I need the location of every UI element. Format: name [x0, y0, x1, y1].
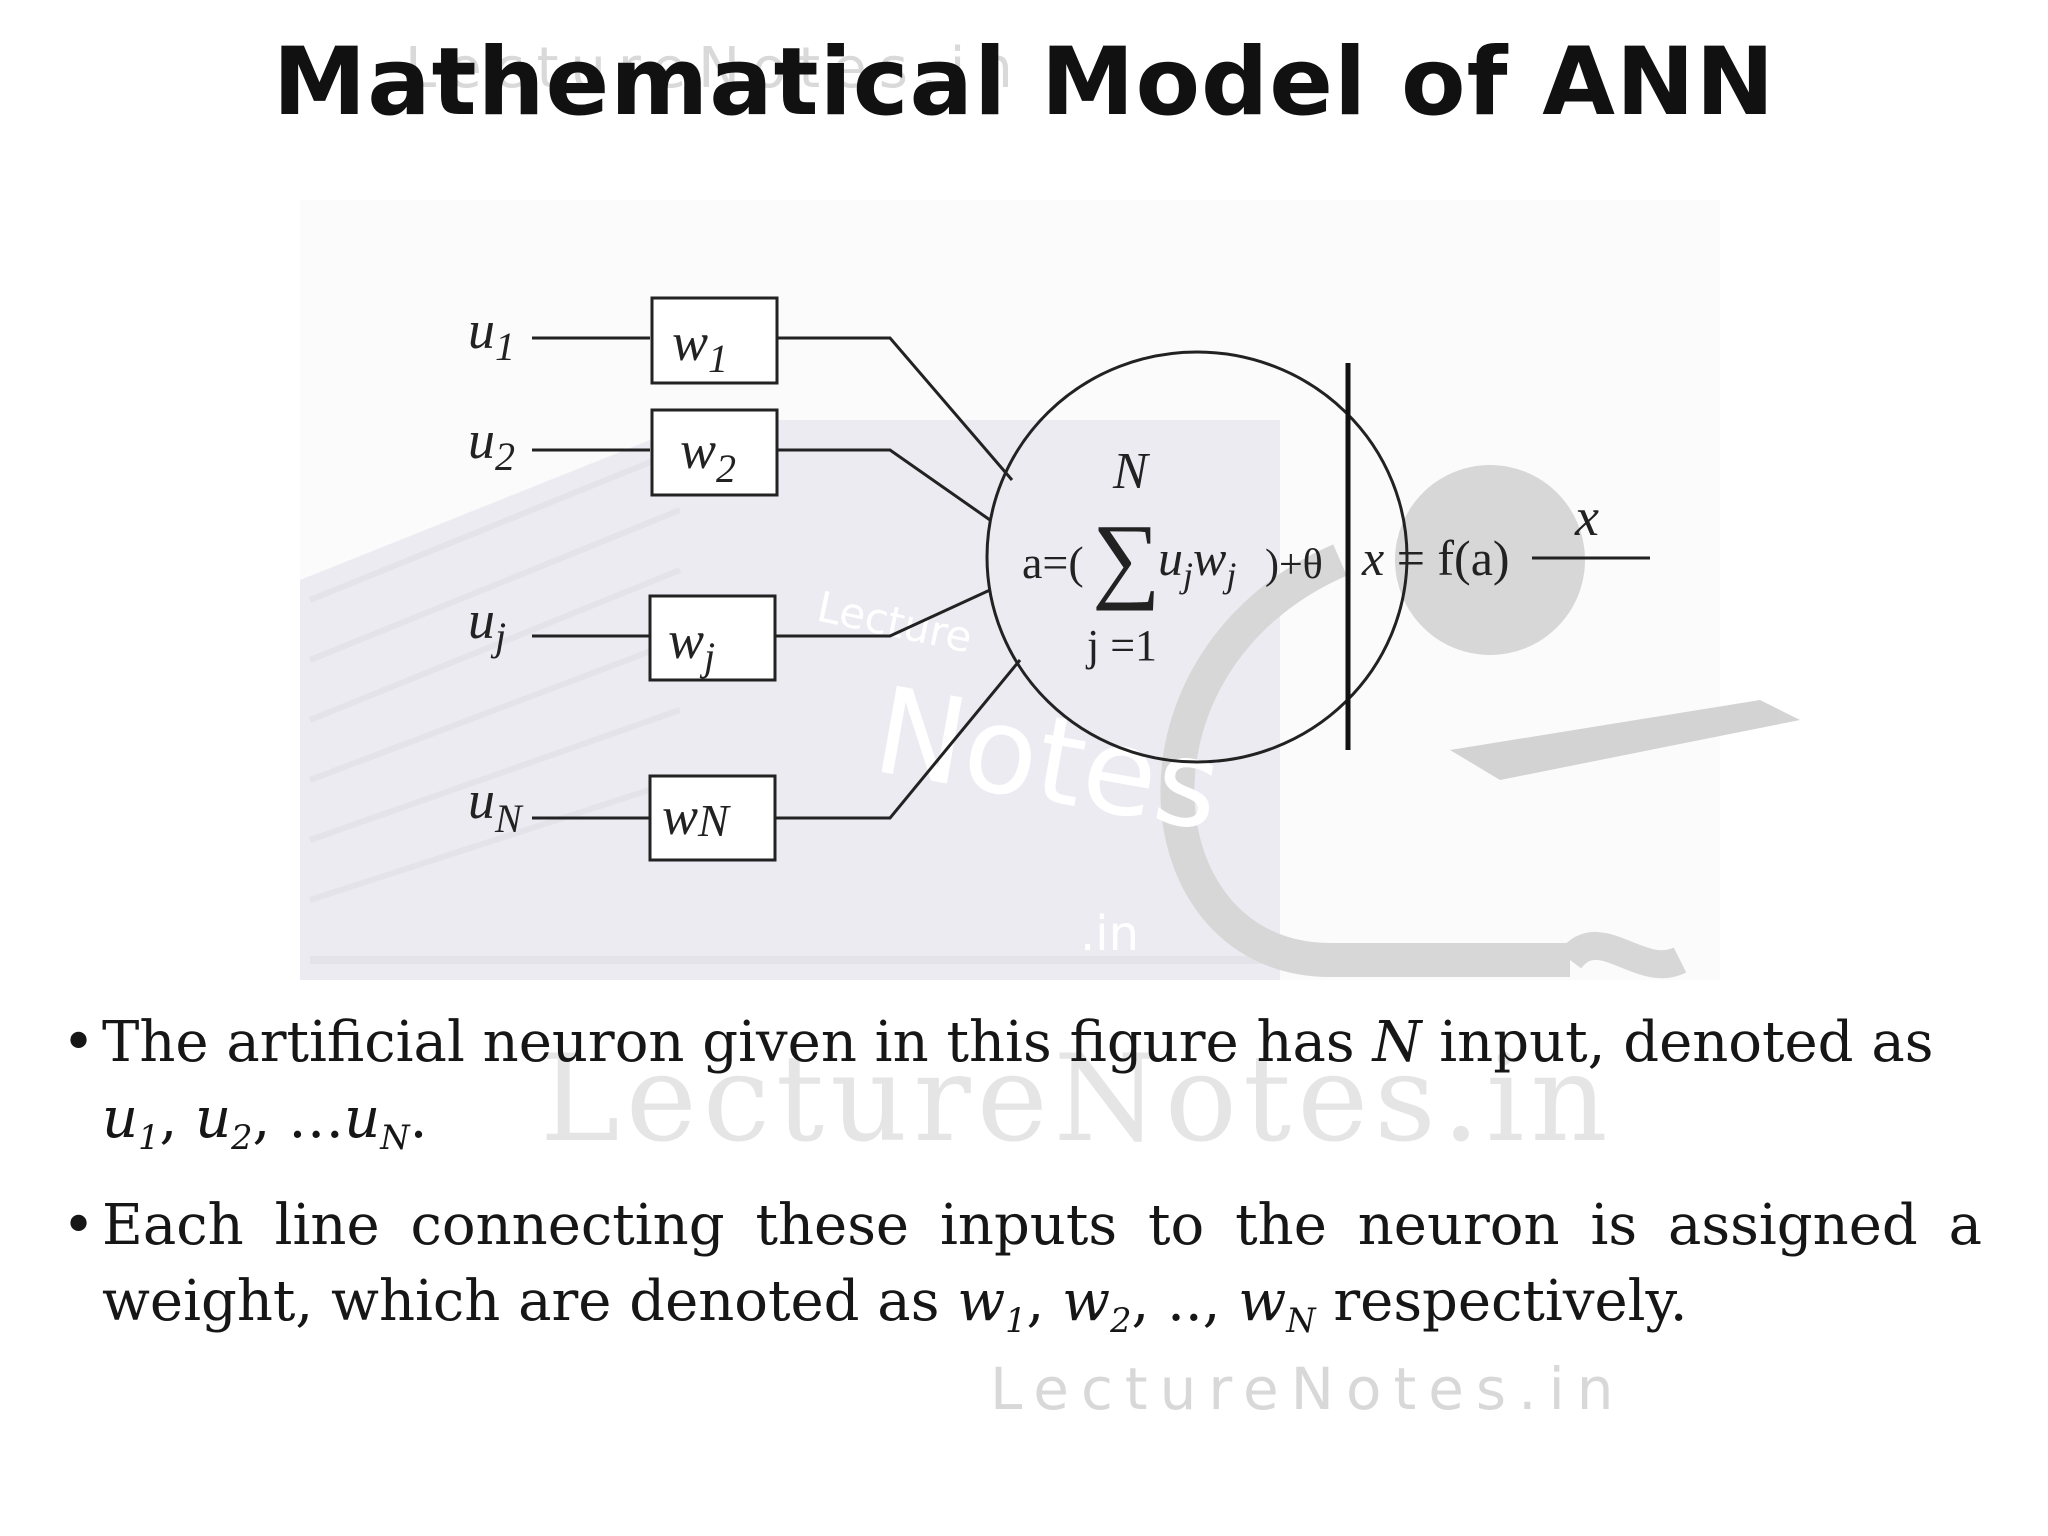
bullet-1: The artificial neuron given in this figu…	[62, 1005, 1982, 1176]
connection-line-1	[777, 336, 1014, 481]
weight-box-2	[650, 408, 779, 497]
sum-suffix: )+θ	[1265, 542, 1323, 588]
bullet-list: The artificial neuron given in this figu…	[62, 1005, 1982, 1371]
neuron-diagram: Lecture Notes .in u1 u2 uj uN w1 w2 wj w…	[300, 200, 1800, 980]
watermark-logo: Lecture Notes .in	[300, 200, 1800, 980]
sum-term: ujwj	[1158, 530, 1236, 595]
neuron-body	[985, 350, 1409, 764]
input-label-1: u1	[468, 300, 515, 369]
bullet-2: Each line connecting these inputs to the…	[62, 1188, 1982, 1359]
input-label-j: uj	[468, 590, 506, 659]
sum-prefix: a=(	[1022, 537, 1084, 588]
weight-box-N	[648, 774, 777, 862]
footer-watermark: LectureNotes.in	[990, 1355, 1626, 1423]
sum-lower-limit: j =1	[1085, 621, 1157, 670]
connection-line-2	[777, 448, 991, 522]
weight-label-N: wN	[662, 786, 731, 846]
title-watermark: LectureNotes.in	[405, 36, 1025, 101]
weight-label-2: w2	[680, 420, 736, 491]
output-label: x	[1574, 487, 1599, 547]
slide-title: Mathematical Model of ANN	[272, 28, 1776, 137]
weight-label-1: w1	[672, 312, 728, 381]
weight-box-1	[650, 296, 779, 385]
weight-box-j	[648, 594, 777, 682]
input-label-2: u2	[468, 410, 515, 479]
activation-function: x = f(a)	[1361, 530, 1510, 586]
input-label-N: uN	[468, 770, 524, 841]
weight-label-j: wj	[668, 610, 715, 679]
sigma-icon: ∑	[1092, 504, 1160, 611]
watermark-logo-text-3: .in	[1080, 906, 1139, 962]
connection-line-N	[775, 659, 1022, 820]
connection-line-j	[775, 588, 991, 638]
sum-upper-limit: N	[1112, 443, 1151, 500]
